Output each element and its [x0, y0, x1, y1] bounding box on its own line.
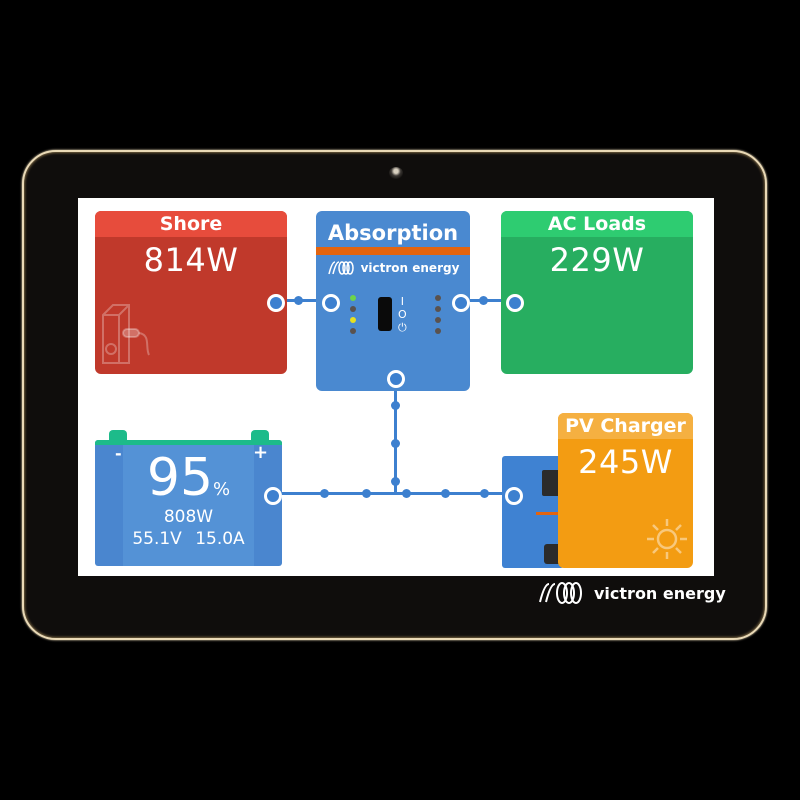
battery-minus: - [115, 444, 122, 463]
battery-soc: 95% [95, 448, 282, 508]
battery-voltage-current: 55.1V 15.0A [95, 529, 282, 549]
battery-power: 808W [163, 507, 214, 527]
battery-terminal-negative [109, 430, 127, 440]
flow-dot [320, 489, 329, 498]
mppt-stripe [536, 512, 564, 515]
led-bulk [350, 306, 356, 312]
inverter-ac-out-node [452, 294, 470, 312]
led-absorption [350, 317, 356, 323]
flow-dot [480, 489, 489, 498]
led [435, 317, 441, 323]
inverter-ac-in-node [322, 294, 340, 312]
inverter-brand-text: victron energy [360, 261, 460, 275]
mppt-device-image [502, 456, 564, 568]
shore-power-icon [102, 304, 150, 364]
pv-charger-power: 245W [578, 443, 673, 481]
flow-dot [391, 477, 400, 486]
battery-soc-unit: % [213, 479, 231, 500]
battery-tile[interactable]: - + 95% 808W 55.1V 15.0A [95, 430, 282, 566]
connector-shore-inverter [280, 299, 330, 302]
ac-loads-tile[interactable]: AC Loads 229W [501, 211, 693, 374]
power-icon: ⏻ [398, 321, 407, 334]
inverter-band [316, 247, 470, 255]
inverter-leds-right [435, 295, 441, 334]
ac-loads-connector-node [506, 294, 524, 312]
inverter-switch[interactable]: I O ⏻ [398, 295, 407, 334]
flow-dot [402, 489, 411, 498]
victron-logo-icon [539, 582, 582, 604]
battery-top [95, 440, 282, 445]
inverter-dc-node [387, 370, 405, 388]
ac-loads-power: 229W [549, 241, 645, 279]
pv-charger-tile[interactable]: PV Charger 245W [558, 413, 693, 568]
battery-soc-value: 95 [146, 448, 214, 508]
inverter-brand: victron energy [316, 260, 470, 276]
connector-dc-bus [276, 492, 513, 495]
flow-dot [479, 296, 488, 305]
led [435, 295, 441, 301]
led [435, 306, 441, 312]
victron-logo-icon [327, 261, 354, 275]
inverter-tile[interactable]: Absorption victron energy I O ⏻ [316, 211, 470, 391]
battery-current: 15.0A [195, 529, 245, 549]
inverter-leds-left [350, 295, 356, 334]
flow-dot [441, 489, 450, 498]
led-mains-on [350, 295, 356, 301]
sun-icon [647, 519, 687, 559]
flow-dot [294, 296, 303, 305]
switch-on-label: I [400, 295, 404, 308]
pv-connector-node [505, 487, 523, 505]
shore-tile[interactable]: Shore 814W [95, 211, 287, 374]
device-brand: victron energy [538, 580, 726, 606]
inverter-state: Absorption [327, 221, 459, 245]
shore-connector-node [267, 294, 285, 312]
battery-voltage: 55.1V [132, 529, 182, 549]
camera-icon [389, 167, 403, 179]
led-float [350, 328, 356, 334]
flow-dot [362, 489, 371, 498]
ac-loads-title: AC Loads [501, 211, 693, 237]
pv-charger-title: PV Charger [558, 413, 693, 439]
battery-terminal-positive [251, 430, 269, 440]
inverter-display [378, 297, 392, 331]
flow-dot [391, 439, 400, 448]
flow-dot [391, 401, 400, 410]
shore-title: Shore [95, 211, 287, 237]
device-brand-text: victron energy [594, 583, 726, 603]
battery-body [123, 445, 254, 566]
shore-power: 814W [143, 241, 239, 279]
battery-connector-node [264, 487, 282, 505]
led [435, 328, 441, 334]
battery-plus: + [253, 442, 269, 463]
switch-off-label: O [398, 308, 407, 321]
